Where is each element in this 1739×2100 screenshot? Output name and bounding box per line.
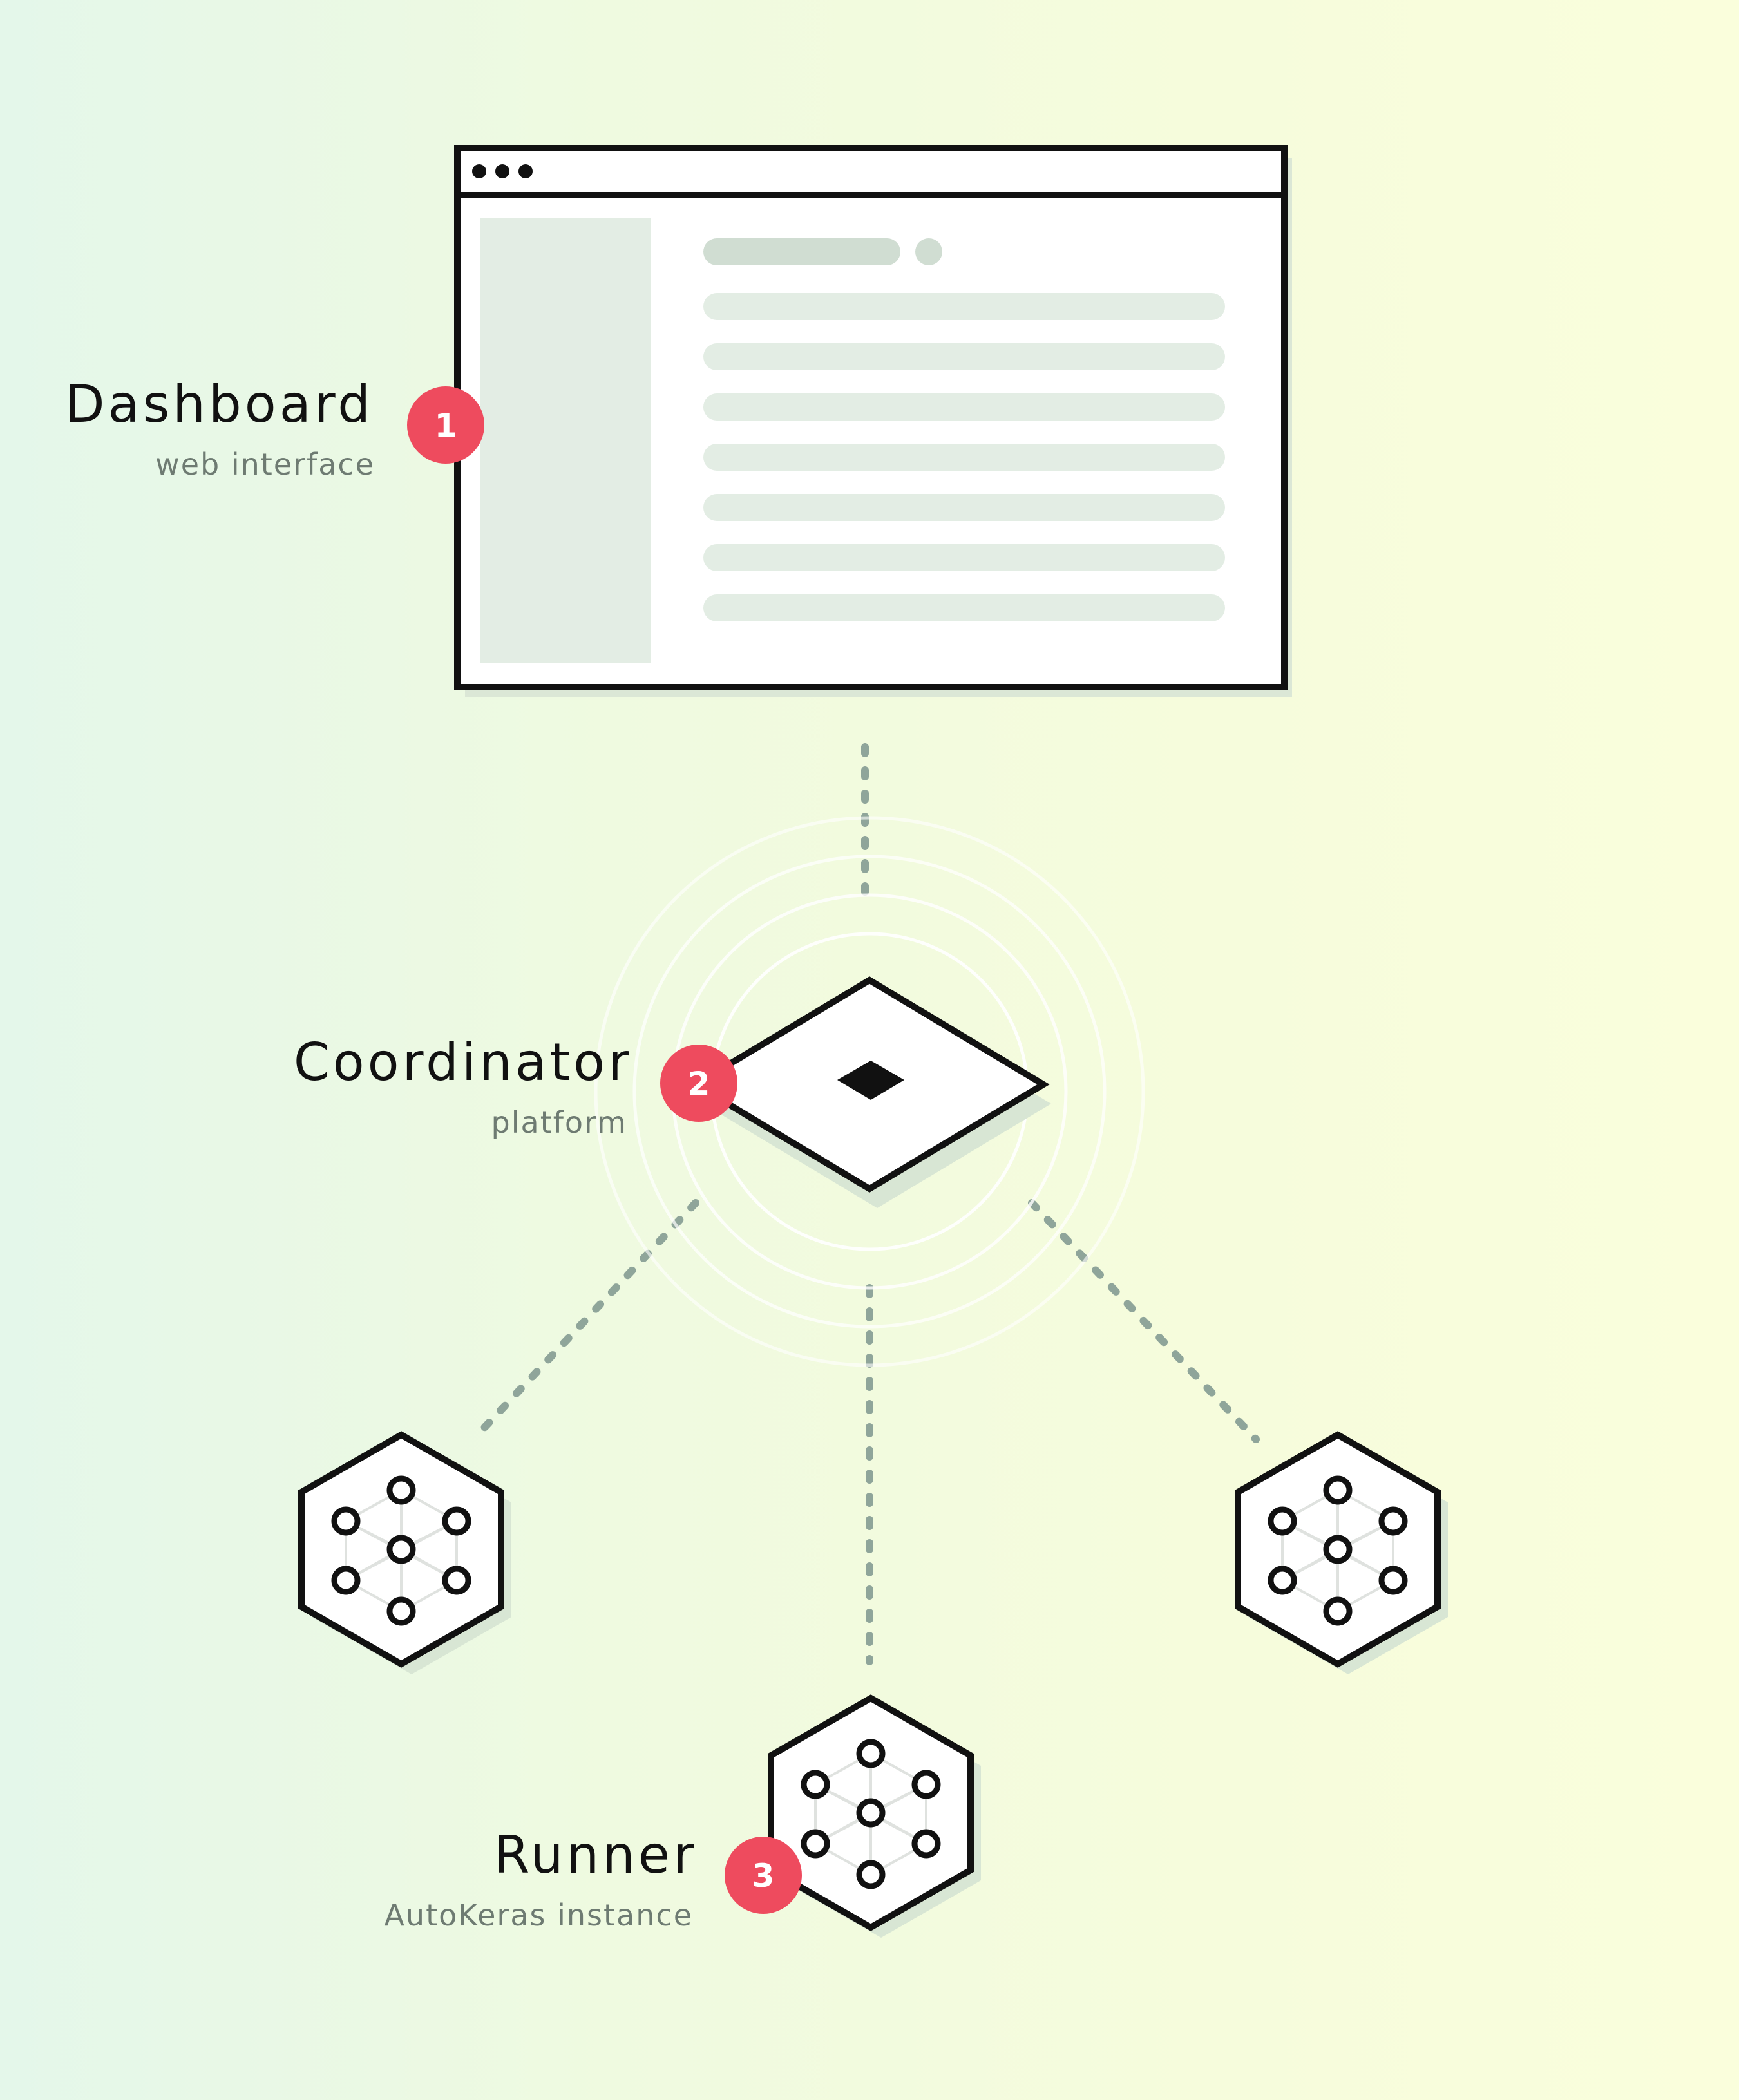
runner-node-right — [1238, 1435, 1448, 1674]
badge-coordinator: 2 — [660, 1045, 737, 1122]
coordinator-node — [689, 976, 1051, 1208]
svg-text:1: 1 — [435, 407, 457, 444]
window-controls-icon — [472, 164, 533, 178]
svg-text:2: 2 — [688, 1065, 710, 1102]
coordinator-core-icon — [837, 1061, 904, 1100]
dashboard-content-lines — [703, 293, 1225, 621]
connector-coordinator-runner-left — [470, 1199, 699, 1443]
connectors — [470, 743, 1260, 1665]
runner-title: Runner — [494, 1825, 698, 1885]
dashboard-title: Dashboard — [65, 374, 374, 434]
svg-text:3: 3 — [752, 1857, 775, 1895]
dashboard-sidebar-placeholder — [480, 218, 651, 663]
dashboard-heading-placeholder — [703, 238, 900, 265]
dashboard-heading-dot — [915, 238, 942, 265]
coordinator-subtitle: platform — [491, 1105, 627, 1140]
runner-node-left — [301, 1435, 511, 1674]
dashboard-subtitle: web interface — [155, 447, 375, 482]
runner-subtitle: AutoKeras instance — [384, 1898, 693, 1933]
runner-node-center — [771, 1698, 981, 1938]
connector-coordinator-runner-right — [1028, 1199, 1260, 1443]
badge-dashboard: 1 — [407, 386, 484, 464]
coordinator-title: Coordinator — [294, 1032, 632, 1092]
dashboard-window — [454, 145, 1292, 697]
badge-runner: 3 — [725, 1837, 802, 1914]
